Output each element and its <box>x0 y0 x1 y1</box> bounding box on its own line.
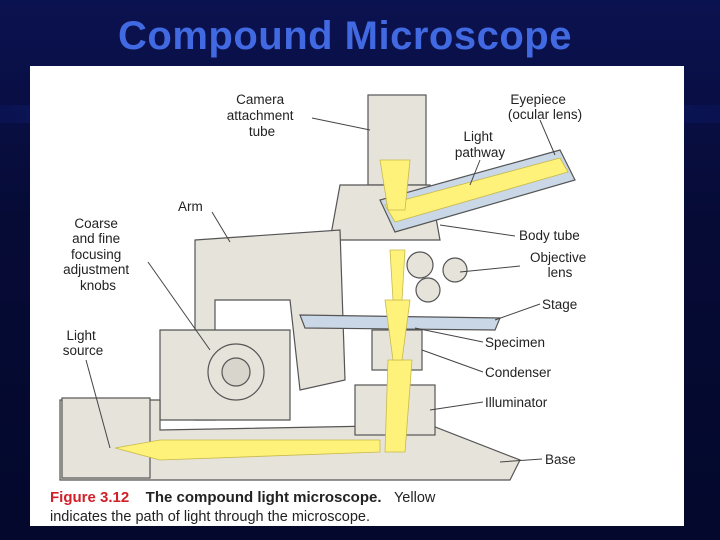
label-light-source: Light source <box>63 328 104 358</box>
focus-knob-inner-shape <box>221 357 251 387</box>
label-specimen: Specimen <box>485 335 545 350</box>
light-path <box>114 157 569 461</box>
leader-arm <box>211 211 231 243</box>
slide-title: Compound Microscope <box>118 14 572 58</box>
light-housing-shape <box>61 397 151 479</box>
objective-shape-3 <box>415 277 441 303</box>
figure-caption: Figure 3.12 The compound light microscop… <box>50 489 436 525</box>
leader-illuminator <box>429 401 484 411</box>
leader-objective <box>459 265 521 273</box>
objective-shape-2 <box>442 257 468 283</box>
leader-body-tube <box>439 224 516 237</box>
caption-line-1: Figure 3.12 The compound light microscop… <box>50 489 436 506</box>
leader-stage <box>494 303 541 321</box>
caption-rest: Yellow <box>394 490 436 506</box>
light-path-base <box>114 439 381 461</box>
label-condenser: Condenser <box>485 365 552 380</box>
leader-camera <box>311 117 371 131</box>
light-path-vertical <box>384 359 413 453</box>
caption-title: The compound light microscope. <box>146 489 382 506</box>
leader-condenser <box>421 349 484 373</box>
objective-shape-1 <box>406 251 434 279</box>
label-stage: Stage <box>542 297 577 312</box>
light-path-objective <box>389 249 406 301</box>
leader-light-source <box>85 359 111 449</box>
label-light-pathway: Light pathway <box>455 129 506 160</box>
light-path-camera <box>379 159 411 211</box>
label-eyepiece: Eyepiece (ocular lens) <box>508 92 582 122</box>
leader-base <box>499 458 543 463</box>
label-knobs: Coarse and fine focusing adjustment knob… <box>63 216 133 293</box>
caption-line-2: indicates the path of light through the … <box>50 509 370 525</box>
label-body-tube: Body tube <box>519 228 580 243</box>
label-arm: Arm <box>178 199 203 214</box>
label-illuminator: Illuminator <box>485 395 548 410</box>
label-camera: Camera attachment tube <box>227 92 298 139</box>
leader-lines <box>85 117 556 463</box>
label-objective: Objective lens <box>530 250 590 280</box>
light-path-eyepiece <box>384 157 569 223</box>
leader-knobs <box>147 261 211 351</box>
leader-specimen <box>414 327 484 343</box>
caption-number: Figure 3.12 <box>50 489 129 506</box>
leader-eyepiece <box>539 119 556 156</box>
leader-light-pathway <box>469 159 481 186</box>
diagram-labels: Camera attachment tube Eyepiece (ocular … <box>63 92 590 467</box>
label-base: Base <box>545 452 576 467</box>
